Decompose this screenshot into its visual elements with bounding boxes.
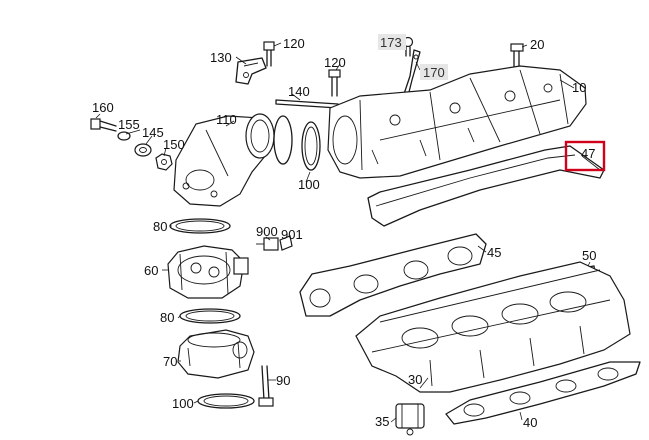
label-45: 45 (487, 245, 501, 260)
part-30-lower-manifold (355, 261, 631, 393)
label-10: 10 (572, 80, 586, 95)
part-10-intake-manifold (327, 65, 587, 179)
part-90-bolt (258, 365, 274, 407)
part-120-bolt-upper (263, 41, 275, 67)
label-145: 145 (142, 125, 164, 140)
label-30: 30 (408, 372, 422, 387)
label-110: 110 (216, 112, 237, 127)
label-140: 140 (288, 84, 310, 99)
part-900-sensor (256, 237, 279, 251)
part-80-seal-upper (169, 218, 231, 234)
part-170-tag (420, 64, 448, 80)
part-47-gasket (367, 145, 605, 227)
label-80-b: 80 (160, 310, 174, 325)
part-80-seal-lower (179, 308, 241, 324)
label-90: 90 (276, 373, 290, 388)
part-145-washer (134, 143, 152, 157)
part-47-highlight-box (564, 140, 606, 172)
label-20: 20 (530, 37, 544, 52)
label-160: 160 (92, 100, 114, 115)
label-35: 35 (375, 414, 389, 429)
part-110-intake-elbow (173, 113, 275, 207)
part-45-gasket (299, 233, 487, 317)
label-170: 170 (423, 65, 445, 80)
leader-lines (95, 42, 601, 423)
label-50: 50 (582, 248, 596, 263)
part-labels: 120 130 173 170 20 120 10 140 160 110 15… (92, 35, 596, 430)
part-140-gasket (275, 99, 339, 109)
part-173-tag (378, 34, 406, 50)
label-173: 173 (380, 35, 402, 50)
label-900: 900 (256, 224, 278, 239)
label-100-a: 100 (298, 177, 320, 192)
part-170-clip (403, 49, 421, 97)
part-35-actuator (395, 403, 425, 436)
part-130-bracket (235, 57, 267, 85)
label-155: 155 (118, 117, 140, 132)
label-80-a: 80 (153, 219, 167, 234)
label-47: 47 (581, 146, 595, 161)
label-120-a: 120 (283, 36, 305, 51)
part-20-bolt (510, 43, 524, 67)
label-70: 70 (163, 354, 177, 369)
part-120-bolt-middle (328, 69, 341, 97)
part-100-o-rings-upper (273, 115, 321, 171)
label-40: 40 (523, 415, 537, 430)
part-60-throttle-body (167, 245, 249, 299)
part-70-adapter (177, 329, 255, 379)
label-130: 130 (210, 50, 232, 65)
label-60: 60 (144, 263, 158, 278)
label-150: 150 (163, 137, 185, 152)
part-100-seal-lower (197, 393, 255, 409)
part-150-nut (155, 153, 173, 171)
part-901-connector (279, 235, 293, 251)
part-160-bolt (90, 118, 117, 132)
label-120-b: 120 (324, 55, 346, 70)
label-100-b: 100 (172, 396, 194, 411)
part-40-gasket (445, 361, 641, 425)
label-901: 901 (281, 227, 303, 242)
